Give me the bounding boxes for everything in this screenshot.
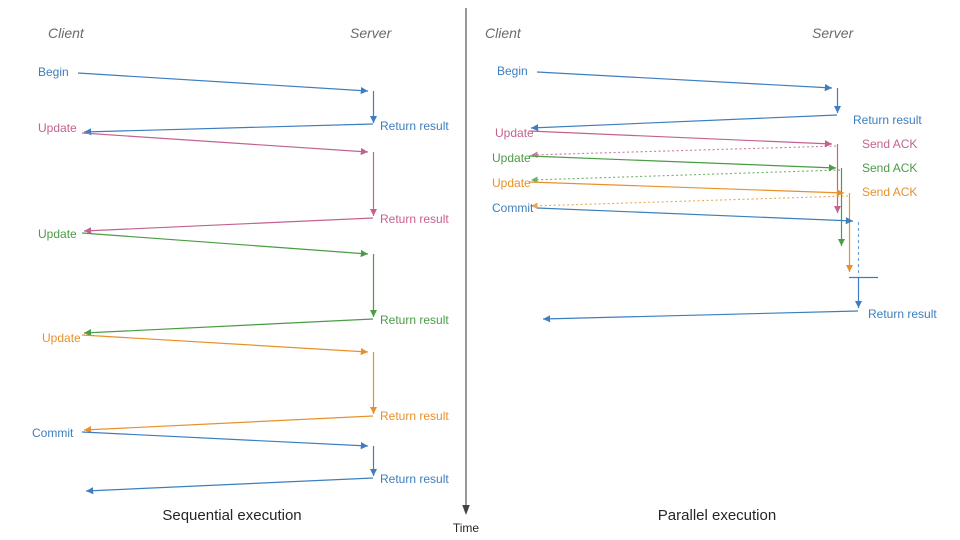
label-return-result-4-sequential: Return result [380, 409, 449, 423]
message-commit-response-parallel [542, 310, 859, 323]
message-begin-request [77, 72, 369, 95]
label-update3-sequential: Update [42, 331, 81, 345]
label-update2-sequential: Update [38, 227, 77, 241]
caption-sequential: Sequential execution [162, 507, 301, 524]
message-update2-request [81, 232, 369, 258]
lane-title-client-sequential: Client [48, 25, 85, 41]
message-commit-request [81, 431, 369, 450]
lane-title-server-parallel: Server [812, 25, 855, 41]
label-return-result-1-sequential: Return result [380, 119, 449, 133]
label-update2-parallel: Update [492, 151, 531, 165]
message-update3-response [83, 415, 374, 434]
lane-title-server-sequential: Server [350, 25, 393, 41]
label-return-result-3-sequential: Return result [380, 313, 449, 327]
label-begin-sequential: Begin [38, 65, 69, 79]
label-commit-parallel: Commit [492, 201, 534, 215]
lane-title-client-parallel: Client [485, 25, 522, 41]
label-commit-sequential: Commit [32, 426, 74, 440]
label-send-ack-2-parallel: Send ACK [862, 161, 917, 175]
label-return-result-1-parallel: Return result [853, 113, 922, 127]
label-send-ack-3-parallel: Send ACK [862, 185, 917, 199]
label-update3-parallel: Update [492, 176, 531, 190]
message-update3-ack-parallel [530, 195, 849, 210]
panel-divider [462, 8, 470, 515]
caption-parallel: Parallel execution [658, 507, 776, 524]
message-update2-ack-parallel [530, 169, 841, 184]
message-begin-request-parallel [536, 71, 833, 92]
message-begin-response-parallel [530, 114, 838, 132]
message-begin-response [83, 123, 374, 136]
time-axis-label: Time [453, 521, 480, 535]
message-update1-request-parallel [528, 130, 833, 148]
label-return-result-2-sequential: Return result [380, 212, 449, 226]
panel-parallel: Client Server [485, 25, 937, 524]
message-update1-request [81, 132, 369, 156]
message-update1-ack-parallel [530, 145, 837, 159]
message-update2-response [83, 318, 374, 337]
message-update3-request [81, 334, 369, 356]
label-update1-sequential: Update [38, 121, 77, 135]
message-update2-request-parallel [528, 155, 837, 172]
message-commit-response [85, 477, 374, 495]
label-send-ack-1-parallel: Send ACK [862, 137, 917, 151]
message-update3-request-parallel [528, 181, 845, 197]
label-return-result-2-parallel: Return result [868, 307, 937, 321]
label-update1-parallel: Update [495, 126, 534, 140]
message-update1-response [83, 217, 374, 235]
label-begin-parallel: Begin [497, 64, 528, 78]
panel-sequential: Client Server [32, 25, 449, 524]
label-return-result-5-sequential: Return result [380, 472, 449, 486]
message-commit-request-parallel [536, 207, 854, 225]
